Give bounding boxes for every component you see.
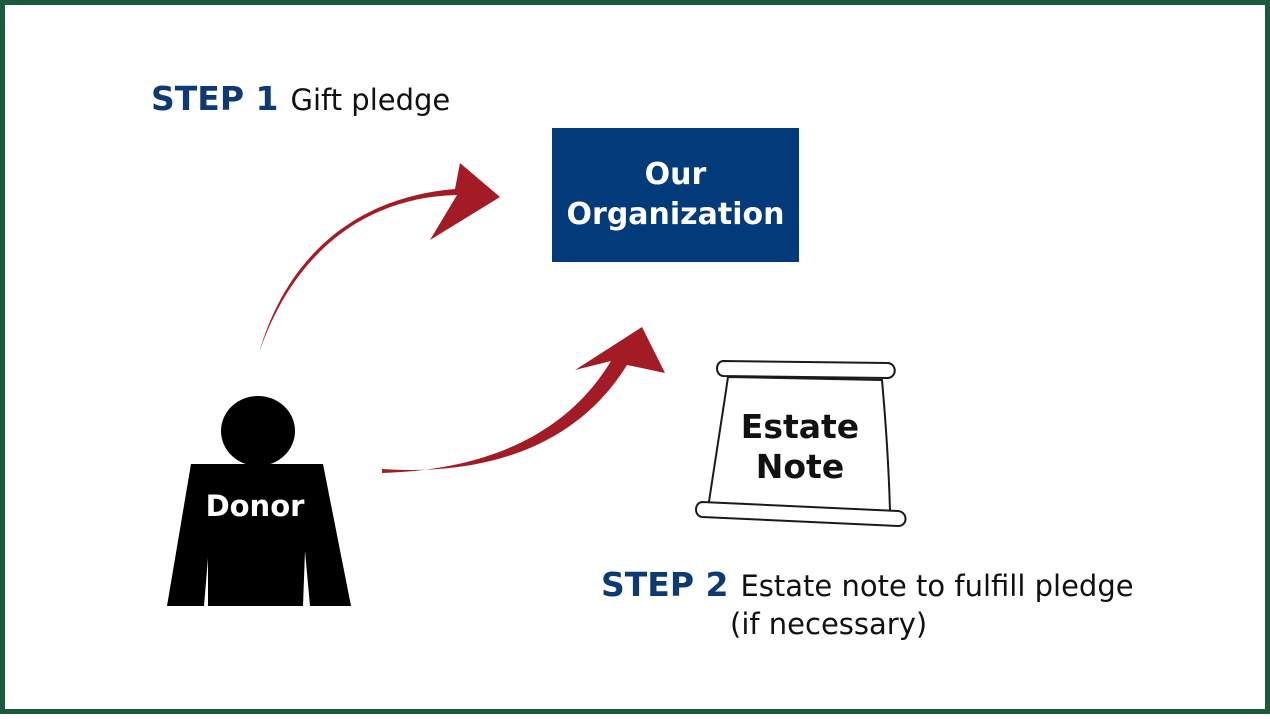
donor-label: Donor [205,489,305,523]
step2-number: STEP 2 [601,565,729,604]
diagram-artwork [167,163,907,606]
organization-label-line2: Organization [566,197,785,232]
organization-label-line1: Our [644,157,707,192]
step1-text: Gift pledge [290,83,451,117]
estate-note-label: Estate Note [720,407,880,487]
scroll-icon [695,359,907,528]
step1-heading: STEP 1 Gift pledge [151,79,450,119]
estate-note-label-line2: Note [755,447,845,486]
donor-figure-icon [167,396,351,606]
estate-arrow [382,327,665,473]
estate-note-label-line1: Estate [740,407,860,446]
pledge-arrow [259,163,500,353]
step2-text-line1: Estate note to fulfill pledge [740,569,1134,603]
step1-number: STEP 1 [151,79,279,118]
step2-text-line2: (if necessary) [730,607,928,641]
organization-box: Our Organization [552,128,799,262]
step2-heading: STEP 2 Estate note to fulfill pledge [601,565,1134,605]
